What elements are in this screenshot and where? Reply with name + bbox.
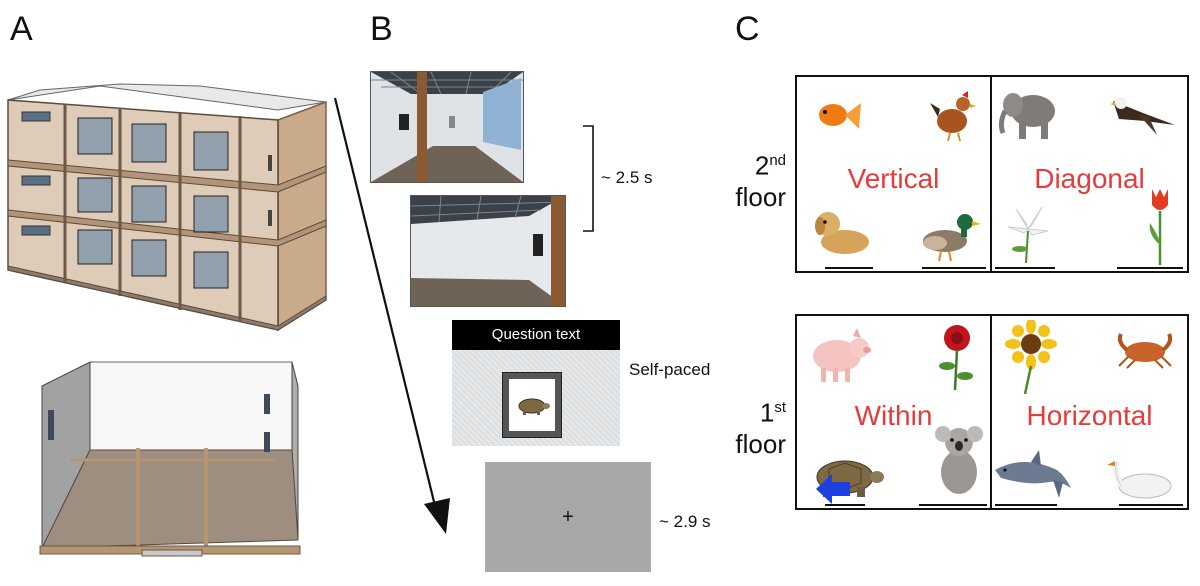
object-base-line <box>919 504 987 506</box>
navigation-scene-corridor <box>370 71 524 183</box>
first-floor-map: Within Horizontal <box>795 314 1189 510</box>
timeline-arrow <box>333 97 450 534</box>
building-model <box>7 83 327 332</box>
room-label-horizontal: Horizontal <box>1026 400 1153 431</box>
rose-icon <box>939 325 973 391</box>
tulip-icon <box>1149 189 1168 265</box>
lily-icon <box>1007 206 1049 264</box>
duck-icon <box>923 214 981 262</box>
question-picture-frame <box>502 372 562 438</box>
floor-label-first: 1st floor <box>735 397 786 459</box>
object-base-line <box>1119 504 1183 506</box>
turtle-icon <box>518 398 550 415</box>
fixation-screen: + <box>485 462 651 572</box>
object-base-line <box>922 267 986 269</box>
rooster-icon <box>930 91 976 142</box>
panel-letter-b: B <box>370 10 393 48</box>
swan-icon <box>1107 460 1172 499</box>
koala-icon <box>935 426 983 494</box>
dog-icon <box>815 212 869 254</box>
fixation-cross: + <box>562 506 574 528</box>
question-text: Question text <box>452 320 620 350</box>
panel-letter-a: A <box>10 10 33 48</box>
sunflower-icon <box>1005 320 1057 395</box>
room-label-vertical: Vertical <box>847 163 940 194</box>
elephant-icon <box>998 93 1055 139</box>
object-base-line <box>825 267 873 269</box>
question-timing-label: Self-paced <box>629 360 711 379</box>
object-base-line <box>825 504 865 506</box>
goldfish-icon <box>819 103 861 129</box>
object-base-line <box>1117 267 1183 269</box>
dolphin-icon <box>995 450 1071 498</box>
navigation-scene-room-corner <box>410 195 566 307</box>
single-room-model <box>39 361 301 557</box>
fixation-timing-label: ~ 2.9 s <box>659 512 711 531</box>
navigation-timing-label: ~ 2.5 s <box>601 168 653 187</box>
floor-label-second: 2nd floor <box>735 150 786 212</box>
second-floor-map: Vertical Diagonal <box>795 75 1189 273</box>
question-screen: Question text <box>452 320 620 446</box>
pig-icon <box>813 328 871 382</box>
crab-icon <box>1117 333 1173 369</box>
panel-letter-c: C <box>735 10 760 48</box>
current-location-arrow-icon <box>816 474 850 504</box>
room-divider <box>990 316 992 508</box>
room-label-within: Within <box>854 400 933 431</box>
room-divider <box>990 77 992 271</box>
room-label-diagonal: Diagonal <box>1034 163 1145 194</box>
eagle-icon <box>1110 97 1175 135</box>
object-base-line <box>995 267 1055 269</box>
object-base-line <box>995 504 1057 506</box>
